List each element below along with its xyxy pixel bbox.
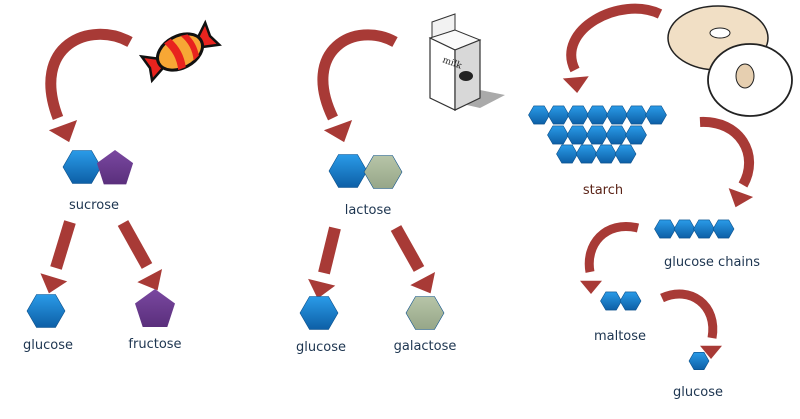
arrow — [566, 3, 663, 73]
galactose-label: galactose — [394, 339, 457, 354]
candy-icon — [138, 19, 222, 84]
glucose-hexagon — [688, 351, 710, 371]
glucose-hexagon — [328, 154, 368, 188]
starch-glucose-hexagon — [556, 144, 578, 164]
starch-glucose-hexagon — [575, 144, 598, 164]
starch-glucose-hexagon — [547, 125, 569, 145]
arrow — [117, 220, 153, 269]
starch-label: starch — [583, 183, 623, 198]
arrow-head — [40, 273, 68, 294]
fructose-pentagon — [135, 289, 175, 327]
arrow — [699, 116, 754, 188]
glucose-label: glucose — [673, 385, 723, 400]
arrow — [50, 220, 76, 270]
glucose-hexagon — [26, 294, 66, 328]
glucose-label: glucose — [296, 340, 346, 355]
arrow-head — [700, 345, 722, 359]
galactose-hexagon — [405, 296, 445, 330]
arrow-head — [728, 188, 754, 208]
milk-carton-icon: milk — [428, 13, 505, 111]
glucose-hexagon — [62, 150, 102, 184]
arrow — [390, 225, 425, 272]
arrow-head — [308, 278, 336, 299]
chain-glucose-hexagon — [712, 219, 735, 239]
arrow-head — [410, 271, 436, 294]
arrow-head — [580, 280, 602, 294]
sucrose-label: sucrose — [69, 198, 119, 213]
chain-glucose-hexagon — [693, 219, 715, 239]
starch-glucose-hexagon — [605, 125, 628, 145]
chain-glucose-hexagon — [654, 219, 676, 239]
starch-glucose-hexagon — [586, 105, 609, 125]
arrow — [318, 226, 341, 275]
galactose-hexagon — [363, 155, 403, 189]
arrow-head — [137, 268, 163, 291]
arrow — [660, 289, 718, 339]
arrow-head — [323, 120, 353, 143]
arrow-head — [48, 120, 78, 143]
maltose-label: maltose — [594, 329, 646, 344]
glucose-label: glucose — [23, 338, 73, 353]
starch-glucose-hexagon — [625, 105, 648, 125]
starch-glucose-hexagon — [614, 144, 637, 164]
bagel-icon — [667, 5, 793, 117]
starch-glucose-hexagon — [645, 105, 667, 125]
starch-glucose-hexagon — [625, 125, 647, 145]
arrows — [40, 3, 754, 359]
starch-glucose-hexagon — [586, 125, 608, 145]
fructose-pentagon — [96, 150, 134, 185]
maltose-glucose-hexagon — [619, 291, 642, 311]
starch-glucose-hexagon — [567, 105, 589, 125]
glucose-hexagon — [299, 296, 339, 330]
arrow — [584, 222, 640, 273]
starch-glucose-hexagon — [566, 125, 589, 145]
fructose-label: fructose — [128, 337, 181, 352]
glucose-chains-label: glucose chains — [664, 255, 760, 270]
starch-glucose-hexagon — [528, 105, 550, 125]
arrow — [45, 28, 133, 120]
maltose-glucose-hexagon — [600, 291, 622, 311]
arrow-head — [562, 76, 589, 93]
molecules — [26, 105, 735, 371]
arrow — [317, 29, 398, 121]
chain-glucose-hexagon — [673, 219, 696, 239]
starch-glucose-hexagon — [547, 105, 570, 125]
lactose-label: lactose — [345, 203, 392, 218]
starch-glucose-hexagon — [606, 105, 628, 125]
starch-glucose-hexagon — [595, 144, 617, 164]
